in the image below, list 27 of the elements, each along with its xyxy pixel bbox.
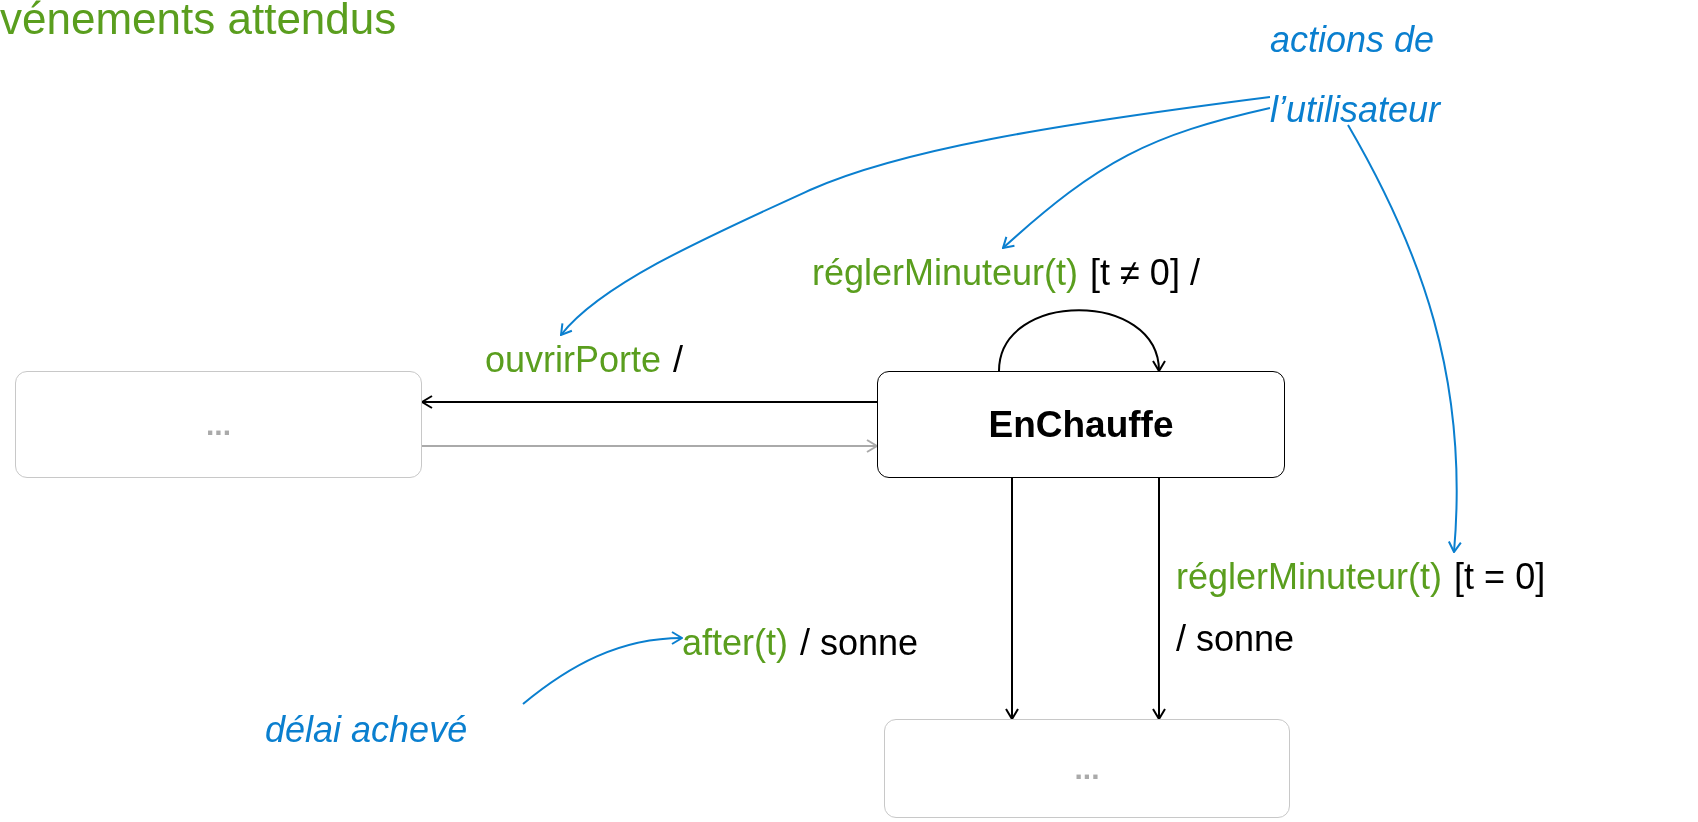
state-box bbox=[884, 719, 1290, 818]
annotation-note: délai achevé bbox=[265, 708, 469, 752]
state-box bbox=[15, 371, 422, 478]
transition-arrow bbox=[1005, 477, 1019, 720]
title: vénements attendus bbox=[0, 0, 397, 44]
leader-arrow bbox=[560, 96, 1271, 336]
leader-arrow bbox=[1347, 124, 1462, 553]
state-name: EnChauffe bbox=[988, 402, 1174, 447]
state-box bbox=[877, 371, 1285, 478]
leader-arrow bbox=[522, 631, 683, 705]
guard-label: [t ≠ 0] / bbox=[1090, 251, 1200, 295]
event-label: ouvrirPorte bbox=[485, 338, 662, 382]
state-name: ... bbox=[206, 407, 231, 443]
transition-arrow bbox=[998, 309, 1165, 372]
guard-label: [t = 0] bbox=[1454, 555, 1546, 599]
transition-arrow bbox=[421, 395, 878, 409]
transition-arrow bbox=[1152, 477, 1166, 720]
event-label: réglerMinuteur(t) bbox=[812, 251, 1079, 295]
leader-arrow bbox=[1002, 107, 1271, 249]
guard-label: / bbox=[673, 338, 684, 382]
state-name: ... bbox=[1074, 751, 1100, 787]
event-label: réglerMinuteur(t) bbox=[1176, 555, 1443, 599]
annotation-note: actions de l’utilisateur bbox=[1270, 18, 1442, 132]
event-label: after(t) bbox=[682, 621, 788, 665]
transition-arrow bbox=[421, 439, 878, 453]
guard-label: / sonne bbox=[800, 621, 919, 665]
action-label: / sonne bbox=[1176, 617, 1295, 661]
